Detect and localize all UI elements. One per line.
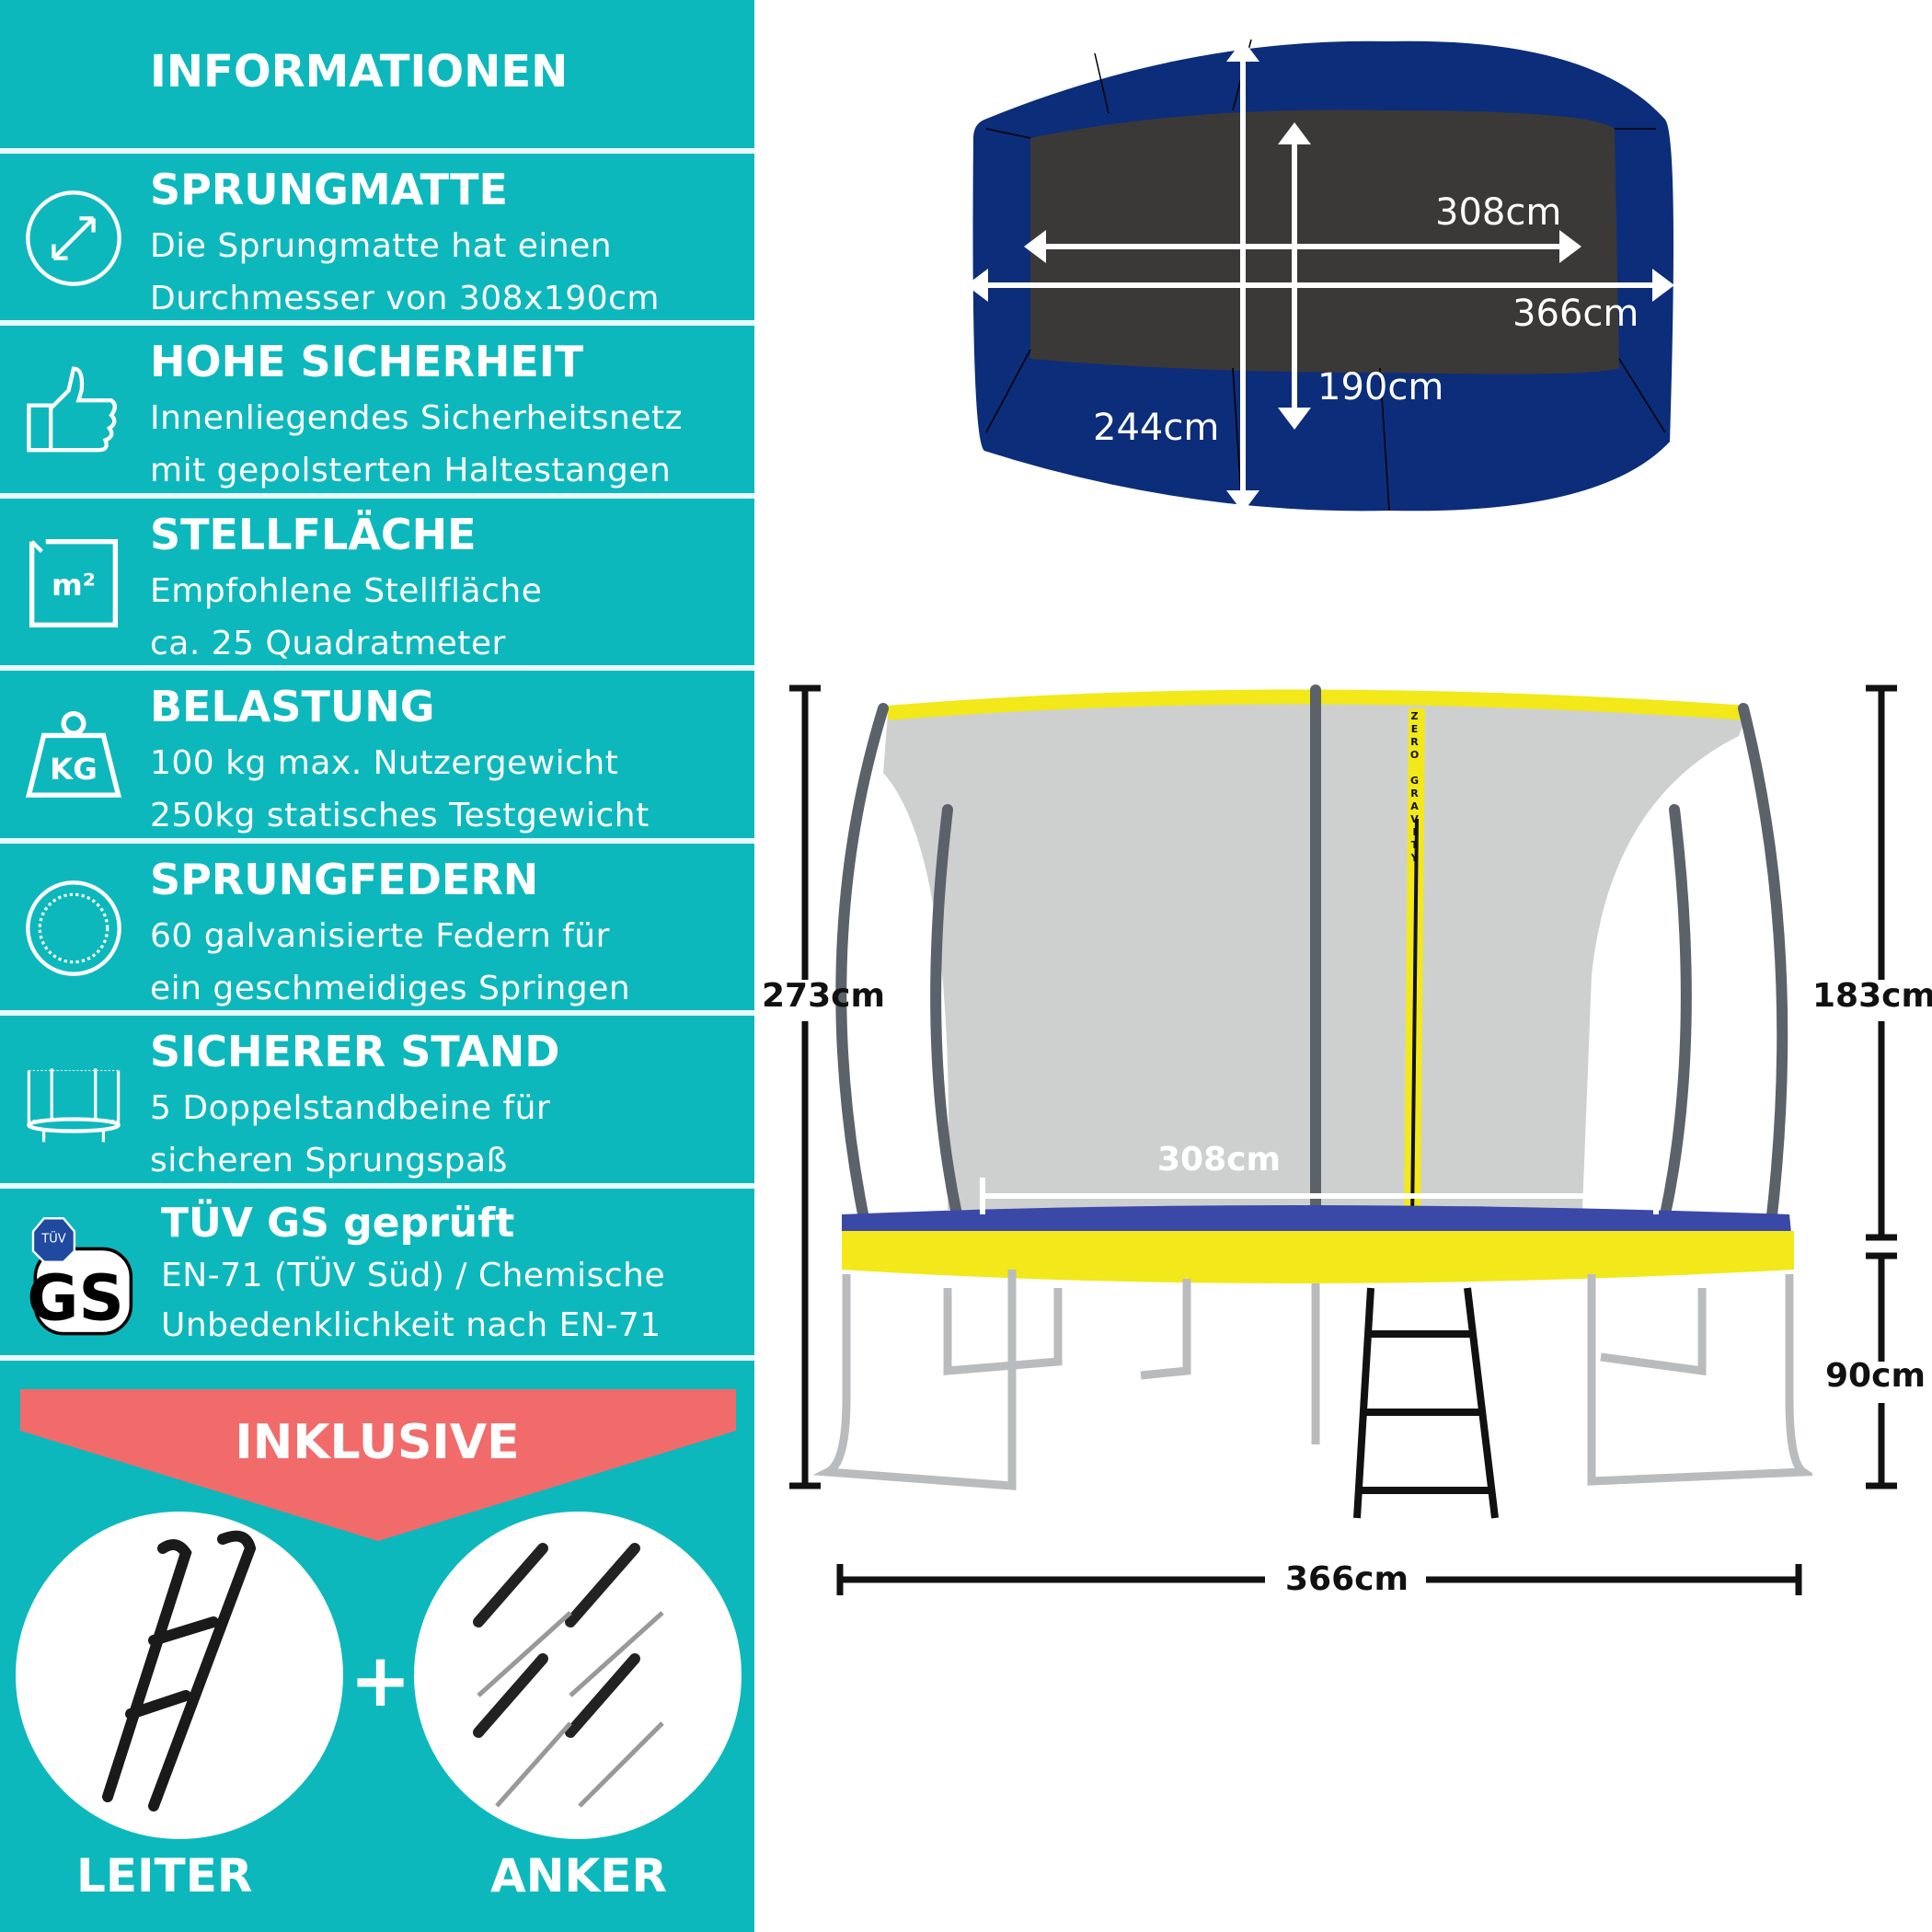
feature-title: HOHE SICHERHEIT [150,337,584,386]
divider [0,1355,754,1361]
feature-sicherheit: HOHE SICHERHEIT Innenliegendes Sicherhei… [0,320,754,489]
feature-title: TÜV GS geprüft [161,1200,515,1247]
net-top-rim [887,689,1749,720]
trampoline-side-view [812,684,1812,1519]
anchor-label: ANKER [490,1849,667,1903]
inklusive-banner [20,1389,736,1541]
net-height-label: 183cm [1812,977,1932,1015]
feature-title: STELLFLÄCHE [150,510,477,559]
icon-text: KG [50,752,98,787]
total-width-label: 366cm [1285,1560,1409,1598]
anchor-circle [414,1512,742,1839]
legs [812,1270,1812,1490]
top-mat-width: 308cm [1435,191,1562,234]
feature-line: 100 kg max. Nutzergewicht [150,744,619,782]
ladder-label: LEITER [76,1849,253,1903]
ladder [1353,1287,1499,1519]
mat-width-label: 308cm [1157,1141,1281,1179]
net-poles [835,684,1788,1229]
plus-sign: + [350,1638,412,1723]
feature-line: sicheren Sprungspaß [150,1142,508,1179]
jump-mat [1030,109,1619,374]
top-view-diagram [966,39,1674,512]
feature-tuev: GS TÜV TÜV GS geprüft EN-71 (TÜV Süd) / C… [0,1183,754,1350]
feature-line: 60 galvanisierte Federn für [150,917,610,955]
feature-line: Die Sprungmatte hat einen [150,227,613,265]
springs-ring-icon [26,880,121,976]
feature-stellflaeche: m² STELLFLÄCHE Empfohlene Stellfläche ca.… [0,493,754,662]
feature-line: Durchmesser von 308x190cm [150,280,660,317]
trampoline-icon [27,1068,121,1143]
inklusive-title: INKLUSIVE [235,1415,520,1470]
brand-text: ZERO GRAVITY [1409,710,1420,865]
feature-line: 250kg statisches Testgewicht [150,797,650,834]
total-height-label: 273cm [762,977,885,1015]
top-outer-width: 366cm [1512,293,1639,335]
feature-line: ein geschmeidiges Springen [150,970,631,1007]
ladder-icon [102,1530,257,1811]
ladder-circle [16,1512,343,1839]
feature-belastung: KG BELASTUNG 100 kg max. Nutzergewicht 25… [0,665,754,834]
frame-height-label: 90cm [1825,1357,1926,1395]
feature-line: Innenliegendes Sicherheitsnetz [150,399,683,437]
feature-line: EN-71 (TÜV Süd) / Chemische [161,1257,666,1294]
feature-sicherer-stand: SICHERER STAND 5 Doppelstandbeine für sic… [0,1010,754,1179]
feature-description: Empfohlene Stellfläche ca. 25 Quadratmete… [150,565,542,670]
feature-sprungfedern: SPRUNGFEDERN 60 galvanisierte Federn für… [0,838,754,1007]
top-outer-depth: 244cm [1093,407,1220,449]
feature-title: SPRUNGFEDERN [150,855,539,904]
feature-description: 5 Doppelstandbeine für sicheren Sprungspa… [150,1082,550,1187]
top-mat-depth: 190cm [1317,366,1444,408]
anchor-set-icon [473,1543,664,1808]
feature-description: Innenliegendes Sicherheitsnetz mit gepols… [150,392,683,497]
weight-icon: KG [25,710,122,798]
info-panel: INFORMATIONEN SPRUNGMATTE Die Sprungmatt… [0,0,754,1932]
seal-text: TÜV [40,1230,65,1246]
seal-text: GS [27,1261,124,1335]
square-meter-icon: m² [29,538,119,628]
feature-description: 60 galvanisierte Federn für ein geschmeid… [150,910,630,1015]
feature-line: Unbedenklichkeit nach EN-71 [161,1306,661,1344]
feature-description: 100 kg max. Nutzergewicht 250kg statische… [150,737,650,842]
pad-yellow [842,1231,1794,1283]
feature-title: SPRUNGMATTE [150,165,508,214]
tuv-gs-seal-icon: GS TÜV [27,1217,133,1336]
feature-line: ca. 25 Quadratmeter [150,625,506,662]
feature-line: Empfohlene Stellfläche [150,572,543,610]
diagonal-arrows-icon [26,190,121,286]
thumbs-up-icon [27,366,117,453]
feature-line: mit gepolsterten Haltestangen [150,452,672,489]
feature-line: 5 Doppelstandbeine für [150,1089,551,1127]
feature-title: SICHERER STAND [150,1027,560,1076]
feature-title: BELASTUNG [150,682,435,731]
panel-title: INFORMATIONEN [150,46,569,98]
icon-text: m² [52,568,96,603]
